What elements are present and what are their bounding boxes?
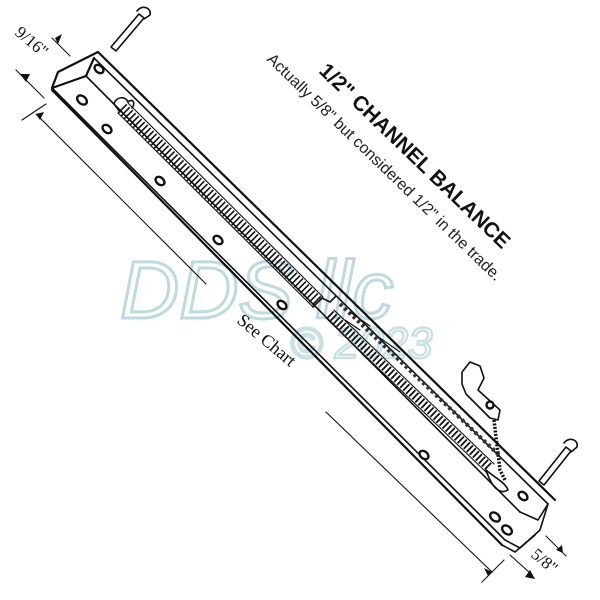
shoe [461,361,509,493]
shoe-hole [485,400,495,410]
spring [113,96,337,308]
shoe-bracket [461,361,501,421]
hole-5 [212,234,224,246]
hole-6 [276,299,288,311]
top-pin [110,6,152,52]
hole-10 [517,490,529,502]
hole-3 [101,123,113,135]
watermark-brand: DDS llc [120,245,393,336]
hole-1 [93,63,105,75]
cord [492,419,507,481]
hole-9 [500,524,514,536]
diagram-title: 1/2" CHANNEL BALANCE [315,59,515,253]
bottom-width-label: 5/8" [527,545,561,578]
hole-4 [154,175,166,187]
dimension-top-width: 9/16" [11,23,71,99]
channel [50,50,557,553]
bottom-pin [538,438,579,486]
hole-2 [75,94,89,106]
dimension-bottom-width: 5/8" [509,535,567,579]
hole-7 [418,449,430,461]
top-width-label: 9/16" [11,23,52,61]
channel-holes [75,63,529,536]
hole-8 [488,511,502,523]
threaded-rod [325,302,502,473]
